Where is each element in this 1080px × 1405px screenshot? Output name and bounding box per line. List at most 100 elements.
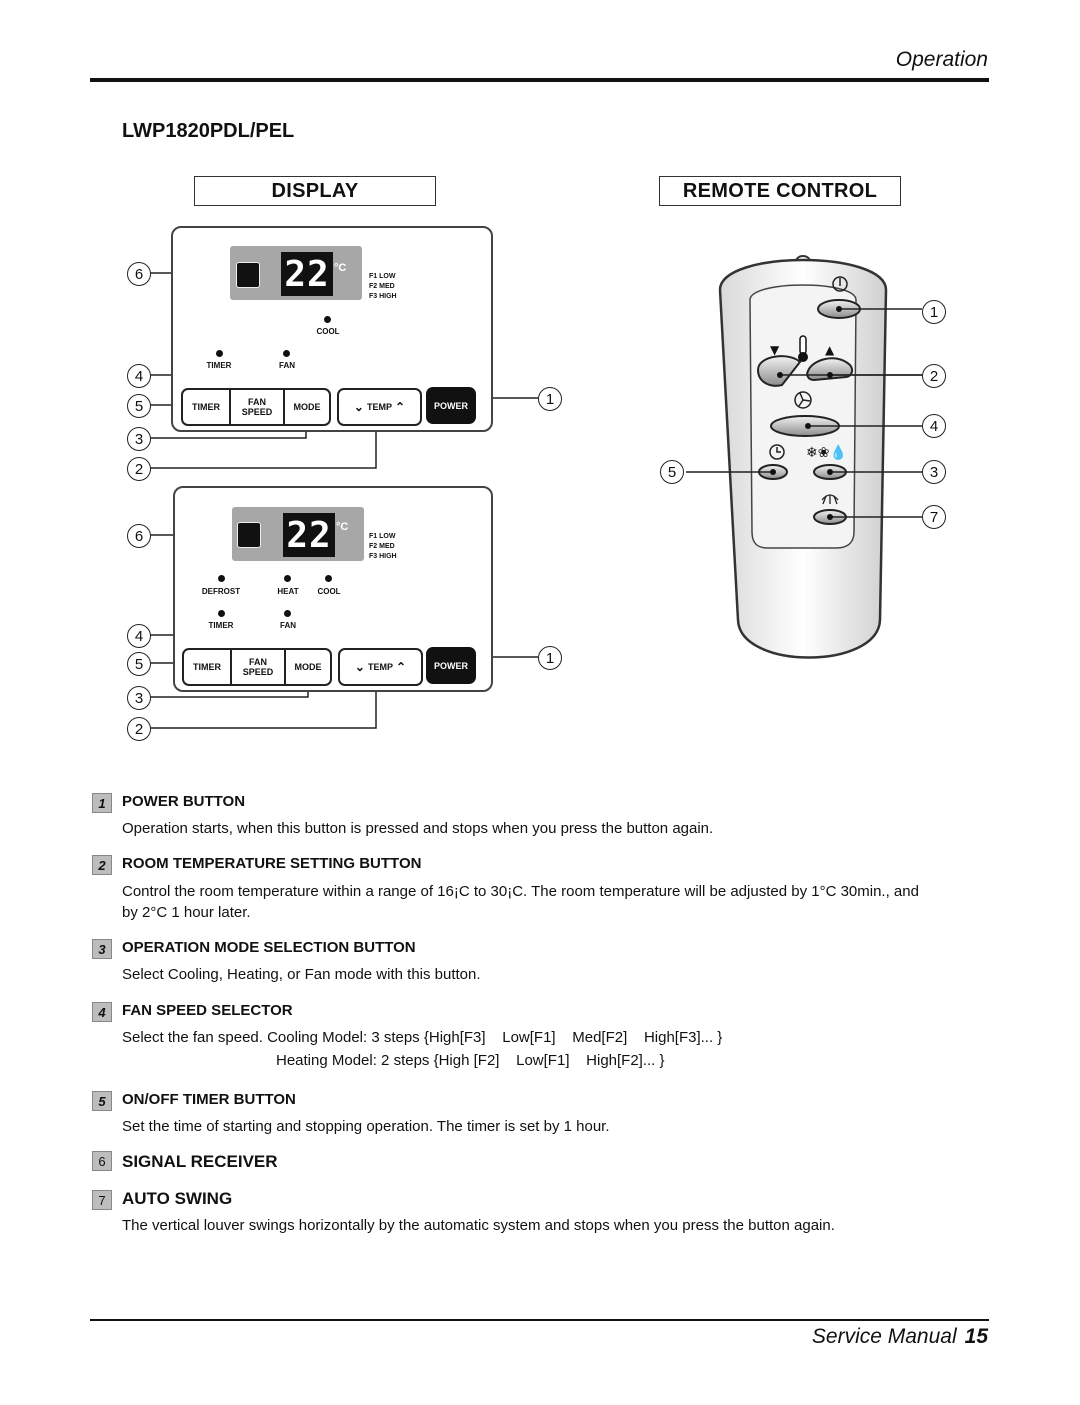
power-button-description: Operation starts, when this button is pr… xyxy=(122,820,714,837)
fan-indicator-dot xyxy=(283,350,290,357)
fan-indicator-label: FAN xyxy=(280,621,296,630)
section-label: Operation xyxy=(895,48,988,71)
callout-1: 1 xyxy=(538,646,562,670)
timer-clock-icon xyxy=(769,444,785,460)
item-number-badge: 2 xyxy=(92,855,112,875)
callout-3: 3 xyxy=(922,460,946,484)
swing-icon xyxy=(821,494,839,505)
thermometer-icon xyxy=(798,335,808,362)
callout-7: 7 xyxy=(922,505,946,529)
temperature-display: 22 xyxy=(283,513,335,557)
chevron-down-icon: ⌄ xyxy=(354,660,365,674)
callout-5: 5 xyxy=(127,394,151,418)
power-icon xyxy=(832,276,848,292)
timer-indicator-label: TIMER xyxy=(206,361,232,370)
item-number-badge: 5 xyxy=(92,1091,112,1111)
top-rule xyxy=(90,78,989,82)
item-number-badge: 4 xyxy=(92,1002,112,1022)
cool-indicator-dot xyxy=(324,316,331,323)
chevron-down-icon: ⌄ xyxy=(353,400,364,414)
defrost-indicator-dot xyxy=(218,575,225,582)
svg-text:▼: ▼ xyxy=(770,343,780,357)
fan-level-med: F2 MED xyxy=(369,543,395,550)
signal-receiver xyxy=(237,522,261,548)
remote-title: REMOTE CONTROL xyxy=(659,176,901,206)
footer-label: Service Manual xyxy=(811,1325,957,1348)
fan-level-low: F1 LOW xyxy=(369,273,396,280)
item-number-badge: 1 xyxy=(92,793,112,813)
cool-indicator-dot xyxy=(325,575,332,582)
chevron-up-icon: ⌃ xyxy=(396,660,407,674)
display-title: DISPLAY xyxy=(194,176,436,206)
page-number: 15 xyxy=(964,1325,988,1348)
mode-button-description: Select Cooling, Heating, or Fan mode wit… xyxy=(122,966,481,983)
callout-6: 6 xyxy=(127,524,151,548)
footer: Service Manual 15 xyxy=(760,1325,988,1349)
item-number-badge: 3 xyxy=(92,939,112,959)
callout-3: 3 xyxy=(127,427,151,451)
callout-6: 6 xyxy=(127,262,151,286)
temp-button[interactable]: ⌄ TEMP ⌃ xyxy=(353,400,406,414)
temperature-button-description: Control the room temperature within a ra… xyxy=(122,883,919,900)
fan-indicator-label: FAN xyxy=(279,361,295,370)
defrost-indicator-label: DEFROST xyxy=(201,587,241,596)
degree-unit: °C xyxy=(336,521,349,533)
signal-receiver xyxy=(236,262,260,288)
callout-4: 4 xyxy=(922,414,946,438)
mode-button-heading: OPERATION MODE SELECTION BUTTON xyxy=(122,939,416,956)
auto-swing-description: The vertical louver swings horizontally … xyxy=(122,1217,835,1234)
temp-button-group[interactable]: ⌄ TEMP ⌃ xyxy=(338,648,423,686)
degree-unit: °C xyxy=(334,262,347,274)
fan-level-high: F3 HIGH xyxy=(369,293,397,300)
signal-receiver-heading: SIGNAL RECEIVER xyxy=(122,1152,278,1171)
cool-indicator-label: COOL xyxy=(316,327,340,336)
callout-4: 4 xyxy=(127,364,151,388)
power-button-heading: POWER BUTTON xyxy=(122,793,246,810)
fan-speed-icon xyxy=(794,391,812,409)
fan-level-list: F1 LOW F2 MED F3 HIGH xyxy=(369,272,397,302)
item-number-badge: 6 xyxy=(92,1151,112,1171)
callout-1: 1 xyxy=(922,300,946,324)
temperature-button-heading: ROOM TEMPERATURE SETTING BUTTON xyxy=(122,855,422,872)
svg-text:▲: ▲ xyxy=(825,343,835,357)
mode-icons: ❄❀💧 xyxy=(806,444,847,461)
temp-button-group[interactable]: ⌄ TEMP ⌃ xyxy=(337,388,422,426)
timer-button[interactable]: TIMER xyxy=(184,650,232,684)
callout-5: 5 xyxy=(127,652,151,676)
remote-temp-down-button xyxy=(756,355,802,387)
item-number-badge: 7 xyxy=(92,1190,112,1210)
fan-speed-description: Select the fan speed. Cooling Model: 3 s… xyxy=(122,1029,723,1046)
remote-control-illustration: ▼ ▲ ❄❀💧 xyxy=(686,255,922,659)
temperature-display: 22 xyxy=(281,252,333,296)
mode-button[interactable]: MODE xyxy=(293,402,321,412)
heat-indicator-label: HEAT xyxy=(277,587,299,596)
cool-indicator-label: COOL xyxy=(317,587,341,596)
power-button[interactable]: POWER xyxy=(426,647,476,684)
fan-speed-description-heating: Heating Model: 2 steps {High [F2] Low[F1… xyxy=(276,1052,665,1069)
fan-speed-heading: FAN SPEED SELECTOR xyxy=(122,1002,293,1019)
auto-swing-heading: AUTO SWING xyxy=(122,1189,233,1208)
bottom-rule xyxy=(90,1319,989,1321)
mode-button[interactable]: MODE xyxy=(294,662,322,672)
callout-5: 5 xyxy=(660,460,684,484)
callout-3: 3 xyxy=(127,686,151,710)
timer-button-description: Set the time of starting and stopping op… xyxy=(122,1118,610,1135)
callout-4: 4 xyxy=(127,624,151,648)
temperature-button-description-cont: by 2°C 1 hour later. xyxy=(122,904,251,921)
fan-indicator-dot xyxy=(284,610,291,617)
power-button[interactable]: POWER xyxy=(426,387,476,424)
model-title: LWP1820PDL/PEL xyxy=(122,120,295,142)
callout-2: 2 xyxy=(922,364,946,388)
timer-button-heading: ON/OFF TIMER BUTTON xyxy=(122,1091,296,1108)
timer-indicator-dot xyxy=(218,610,225,617)
callout-2: 2 xyxy=(127,457,151,481)
timer-button[interactable]: TIMER xyxy=(183,390,231,424)
chevron-up-icon: ⌃ xyxy=(395,400,406,414)
temp-button[interactable]: ⌄ TEMP ⌃ xyxy=(354,660,407,674)
fan-level-high: F3 HIGH xyxy=(369,553,397,560)
heat-indicator-dot xyxy=(284,575,291,582)
